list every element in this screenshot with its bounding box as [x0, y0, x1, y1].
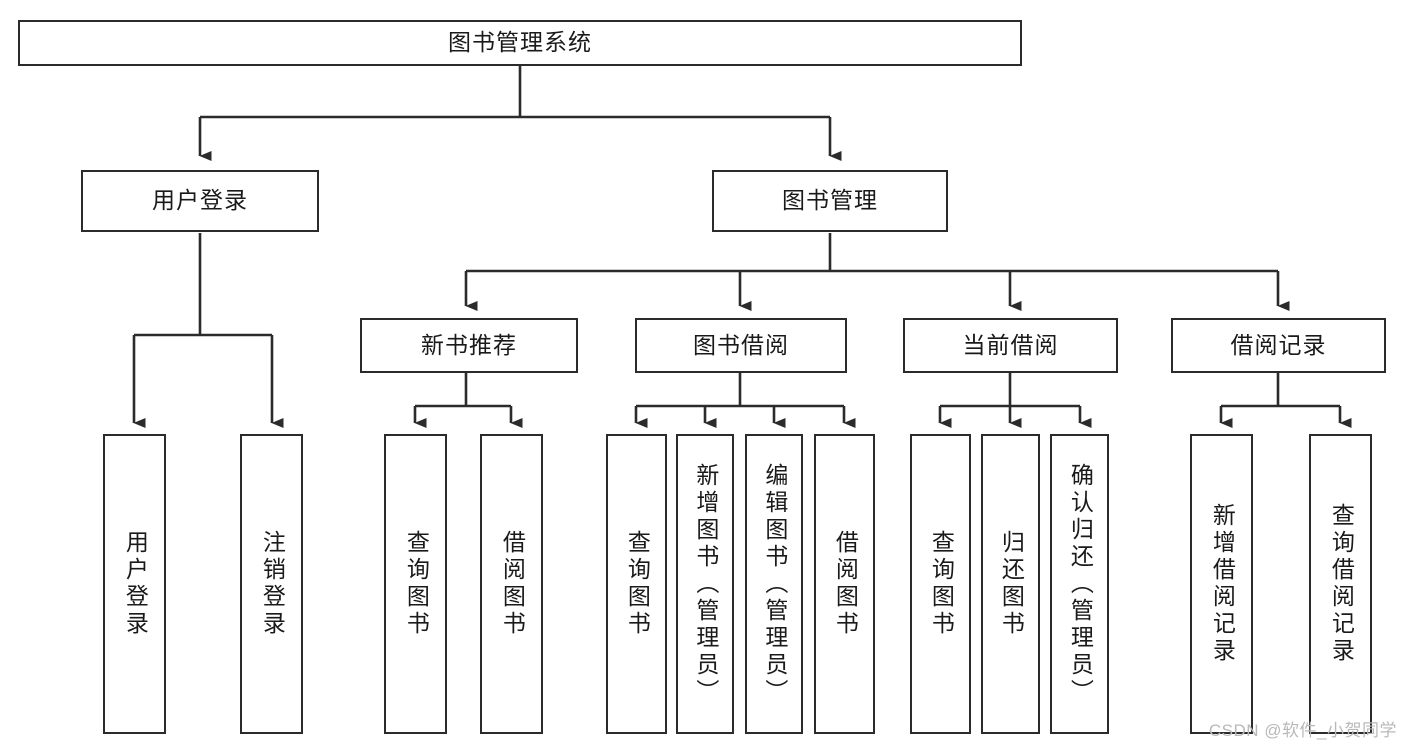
- node-borrow-record[interactable]: 借阅记录: [1171, 318, 1386, 373]
- leaf-confirm-return-admin[interactable]: 确认归还（管理员）: [1050, 434, 1109, 734]
- leaf-query-book-recommend[interactable]: 查询图书: [384, 434, 447, 734]
- node-book-management[interactable]: 图书管理: [712, 170, 948, 232]
- leaf-add-book-admin[interactable]: 新增图书（管理员）: [676, 434, 734, 734]
- node-label: 查询图书: [624, 530, 651, 638]
- leaf-query-borrow-record[interactable]: 查询借阅记录: [1309, 434, 1372, 734]
- node-label: 用户登录: [152, 187, 248, 214]
- leaf-borrow-book-recommend[interactable]: 借阅图书: [480, 434, 543, 734]
- node-label: 新增借阅记录: [1209, 503, 1236, 665]
- node-label: 确认归还（管理员）: [1067, 462, 1094, 706]
- node-current-borrow[interactable]: 当前借阅: [903, 318, 1118, 373]
- leaf-logout-login[interactable]: 注销登录: [240, 434, 303, 734]
- leaf-return-book[interactable]: 归还图书: [981, 434, 1040, 734]
- node-label: 查询图书: [928, 530, 955, 638]
- node-label: 新书推荐: [421, 331, 517, 358]
- node-label: 图书管理: [782, 187, 878, 214]
- node-label: 查询图书: [403, 530, 430, 638]
- leaf-edit-book-admin[interactable]: 编辑图书（管理员）: [745, 434, 803, 734]
- leaf-add-borrow-record[interactable]: 新增借阅记录: [1190, 434, 1253, 734]
- node-label: 查询借阅记录: [1328, 503, 1355, 665]
- node-book-borrow[interactable]: 图书借阅: [635, 318, 847, 373]
- node-label: 图书借阅: [693, 331, 789, 358]
- node-label: 借阅图书: [499, 530, 526, 638]
- node-label: 借阅图书: [832, 530, 859, 638]
- watermark-csdn: CSDN @软件_小贺同学: [1208, 721, 1397, 740]
- node-label: 借阅记录: [1230, 331, 1327, 358]
- node-label: 归还图书: [998, 530, 1025, 638]
- node-label: 注销登录: [259, 530, 286, 638]
- leaf-user-login[interactable]: 用户登录: [103, 434, 166, 734]
- node-label: 当前借阅: [962, 331, 1059, 358]
- node-label: 新增图书（管理员）: [692, 462, 719, 706]
- node-user-login[interactable]: 用户登录: [81, 170, 319, 232]
- leaf-borrow-book[interactable]: 借阅图书: [814, 434, 875, 734]
- node-label: 用户登录: [122, 530, 149, 638]
- leaf-query-book-current[interactable]: 查询图书: [910, 434, 971, 734]
- node-label: 图书管理系统: [448, 29, 592, 56]
- leaf-query-book-borrow[interactable]: 查询图书: [606, 434, 667, 734]
- node-root-book-management-system[interactable]: 图书管理系统: [18, 20, 1022, 66]
- node-new-book-recommend[interactable]: 新书推荐: [360, 318, 578, 373]
- node-label: 编辑图书（管理员）: [761, 462, 788, 706]
